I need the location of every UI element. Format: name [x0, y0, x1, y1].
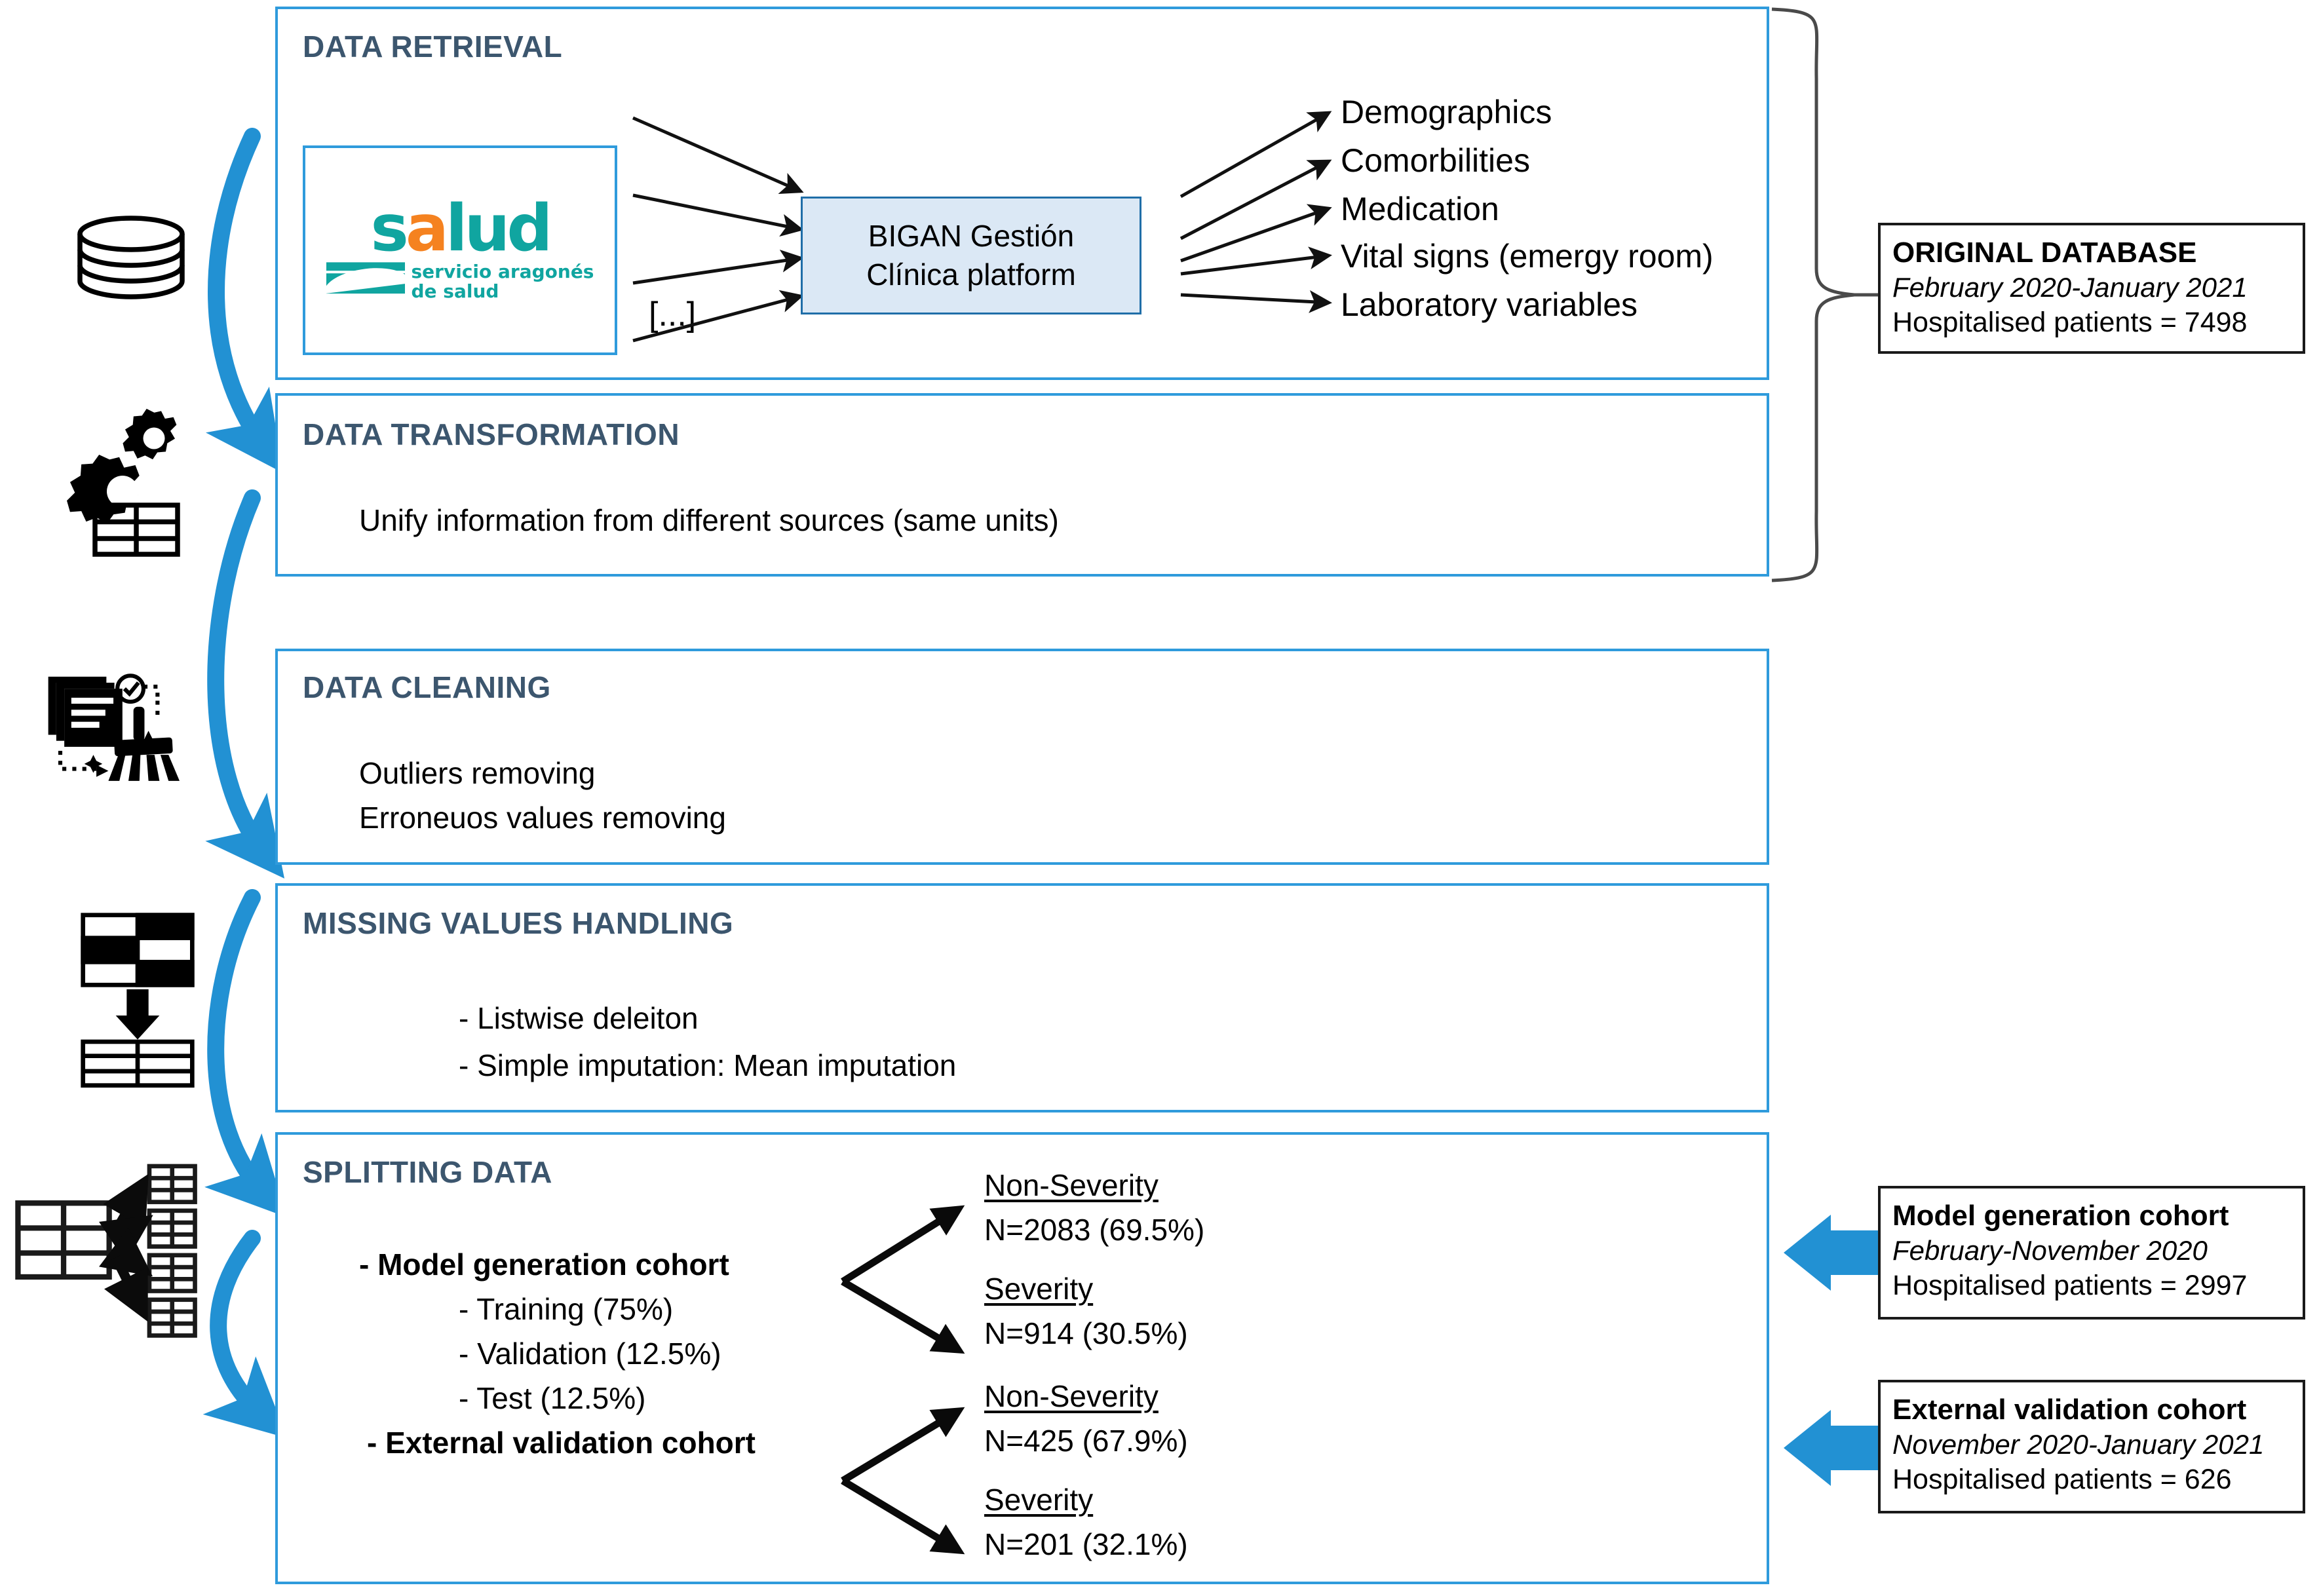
platform-to-outputs-arrows	[1179, 111, 1332, 313]
output-variable-vital-signs: Vital signs (emergy room)	[1341, 238, 1714, 275]
original-database-period: February 2020-January 2021	[1892, 272, 2248, 303]
split-line-model-generation-cohort: - Model generation cohort	[359, 1247, 729, 1282]
stage-data-cleaning	[275, 649, 1769, 865]
original-database-title: ORIGINAL DATABASE	[1892, 237, 2197, 269]
severity-title: Severity	[984, 1272, 1094, 1306]
database-cylinder-icon	[77, 216, 185, 299]
stage-splitting-data	[275, 1132, 1769, 1584]
data-transformation-line-1: Unify information from different sources…	[359, 503, 1059, 537]
salud-logo-frame: salud servicio aragonés de salud	[303, 145, 617, 355]
info-box-model-generation-cohort: Model generation cohort February-Novembe…	[1878, 1186, 2305, 1320]
split-line-test: - Test (12.5%)	[459, 1381, 646, 1415]
non-severity-title-2: Non-Severity	[984, 1379, 1159, 1413]
flow-arrows-left	[202, 128, 288, 1439]
model-generation-cohort-arrow	[1784, 1215, 1890, 1291]
info-box-external-validation-cohort: External validation cohort November 2020…	[1878, 1380, 2305, 1513]
model-generation-non-severity-value: N=2083 (69.5%)	[984, 1213, 1205, 1247]
output-variable-demographics: Demographics	[1341, 94, 1552, 130]
model-generation-severity-label: Severity	[984, 1271, 1093, 1306]
external-validation-severity-value: N=201 (32.1%)	[984, 1527, 1188, 1561]
external-validation-cohort-arrow	[1784, 1410, 1890, 1486]
stage-data-transformation	[275, 393, 1769, 577]
missing-cells-table-icon	[81, 913, 195, 1088]
salud-wave-mark	[326, 262, 405, 294]
missing-values-line-2: - Simple imputation: Mean imputation	[459, 1048, 957, 1082]
model-generation-non-severity-label: Non-Severity	[984, 1168, 1159, 1203]
stage-title-data-cleaning: DATA CLEANING	[303, 670, 551, 704]
output-variable-comorbilities: Comorbilities	[1341, 142, 1530, 179]
data-cleaning-line-2: Erroneuos values removing	[359, 801, 726, 835]
stage-missing-values-handling	[275, 883, 1769, 1112]
stage-title-splitting-data: SPLITTING DATA	[303, 1155, 552, 1189]
output-variable-laboratory: Laboratory variables	[1341, 286, 1638, 323]
original-database-patients: Hospitalised patients = 7498	[1892, 306, 2248, 338]
external-validation-cohort-patients: Hospitalised patients = 626	[1892, 1463, 2232, 1495]
salud-wordmark: salud	[370, 191, 553, 267]
gears-table-icon	[67, 408, 180, 557]
external-validation-non-severity-label: Non-Severity	[984, 1378, 1159, 1414]
split-line-validation: - Validation (12.5%)	[459, 1337, 721, 1371]
bigan-platform-box: BIGAN Gestión Clínica platform	[801, 197, 1141, 314]
table-split-icon	[15, 1164, 197, 1338]
original-database-brace	[1771, 7, 1879, 582]
model-generation-severity-value: N=914 (30.5%)	[984, 1316, 1188, 1350]
missing-values-line-1: - Listwise deleiton	[459, 1001, 699, 1035]
severity-title-2: Severity	[984, 1483, 1094, 1517]
split-line-external-validation-cohort: - External validation cohort	[367, 1426, 756, 1460]
salud-subtitle: servicio aragonés de salud	[411, 261, 594, 303]
stage-title-data-transformation: DATA TRANSFORMATION	[303, 417, 680, 451]
data-cleaning-line-1: Outliers removing	[359, 756, 596, 790]
model-generation-cohort-period: February-November 2020	[1892, 1235, 2208, 1266]
stage-title-missing-values-handling: MISSING VALUES HANDLING	[303, 906, 734, 940]
external-validation-branch-arrows	[841, 1407, 965, 1555]
documents-broom-icon	[48, 674, 180, 781]
stage-title-data-retrieval: DATA RETRIEVAL	[303, 29, 563, 64]
external-validation-cohort-period: November 2020-January 2021	[1892, 1429, 2265, 1460]
source-to-platform-arrows	[632, 116, 804, 343]
output-variable-medication: Medication	[1341, 191, 1499, 227]
model-generation-cohort-title: Model generation cohort	[1892, 1200, 2229, 1232]
model-generation-branch-arrows	[841, 1205, 965, 1354]
model-generation-cohort-patients: Hospitalised patients = 2997	[1892, 1269, 2248, 1301]
bigan-platform-label: BIGAN Gestión Clínica platform	[866, 219, 1076, 292]
split-line-training: - Training (75%)	[459, 1292, 674, 1326]
external-validation-non-severity-value: N=425 (67.9%)	[984, 1424, 1188, 1458]
external-validation-cohort-title: External validation cohort	[1892, 1394, 2247, 1426]
external-validation-severity-label: Severity	[984, 1482, 1093, 1517]
info-box-original-database: ORIGINAL DATABASE February 2020-January …	[1878, 223, 2305, 354]
non-severity-title: Non-Severity	[984, 1168, 1159, 1202]
